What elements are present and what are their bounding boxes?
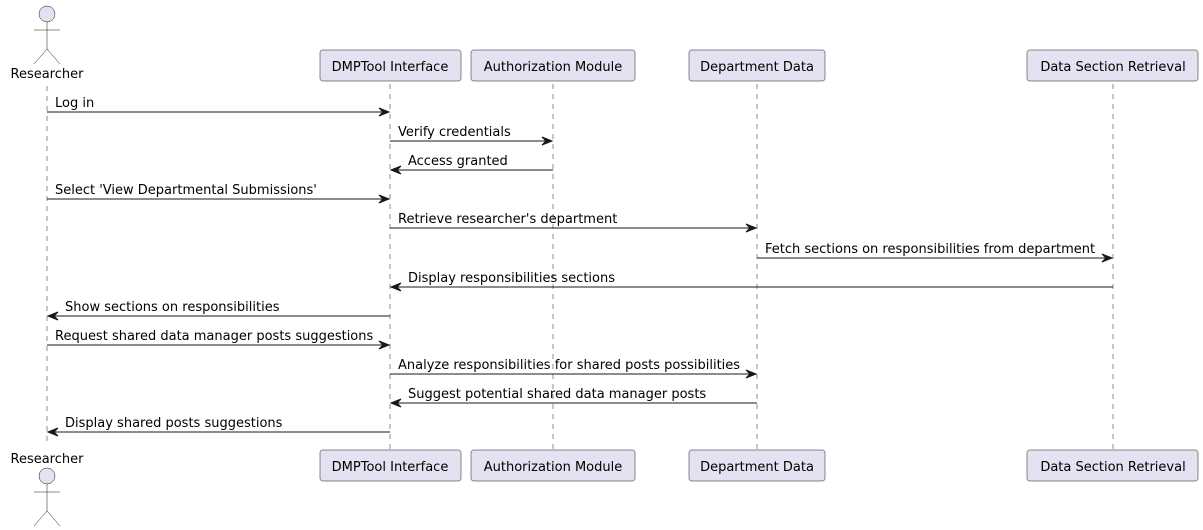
participant-box-retrieval-top [1026,49,1199,82]
message-label: Request shared data manager posts sugges… [55,329,374,344]
message-10: Analyze responsibilities for shared post… [390,358,758,379]
message-8: Show sections on responsibilities [46,300,390,321]
arrowhead-icon [389,165,402,175]
arrowhead-icon [745,369,758,379]
message-label: Display responsibilities sections [408,271,615,286]
message-label: Access granted [408,154,508,169]
actor-head [38,5,56,23]
actor-body [33,484,61,527]
message-6: Fetch sections on responsibilities from … [757,242,1114,263]
participant-retrieval-top: Data Section Retrieval [1026,49,1199,82]
participant-box-dept-bottom [688,449,826,482]
message-label: Analyze responsibilities for shared post… [398,358,740,373]
message-label: Fetch sections on responsibilities from … [765,242,1095,257]
actor-researcher-bottom [33,467,61,527]
participant-label-dept-top: Department Data [700,60,814,75]
lifelines [46,84,1114,450]
participant-label-auth-top: Authorization Module [484,60,622,75]
message-7: Display responsibilities sections [389,271,1113,292]
arrowhead-icon [378,107,391,117]
arrowhead-icon [46,427,59,437]
arrowhead-icon [389,282,402,292]
message-label: Select 'View Departmental Submissions' [55,183,317,198]
participant-auth-bottom: Authorization Module [470,449,636,482]
message-2: Verify credentials [390,125,554,146]
participant-dmptool-bottom: DMPTool Interface [319,449,462,482]
arrowhead-icon [389,398,402,408]
participant-box-auth-top [470,49,636,82]
participant-label-researcher-bottom: Researcher [11,452,85,467]
actor-body [33,22,61,65]
participant-label-auth-bottom: Authorization Module [484,460,622,475]
participant-box-retrieval-bottom [1026,449,1199,482]
message-12: Display shared posts suggestions [46,416,390,437]
participant-dept-top: Department Data [688,49,826,82]
participant-box-dmptool-top [319,49,462,82]
actor-researcher-top [33,5,61,65]
actor-head [38,467,56,485]
participant-auth-top: Authorization Module [470,49,636,82]
arrowhead-icon [46,311,59,321]
participant-label-dept-bottom: Department Data [700,460,814,475]
participant-dept-bottom: Department Data [688,449,826,482]
message-label: Verify credentials [398,125,511,140]
arrowhead-icon [378,194,391,204]
participant-label-dmptool-top: DMPTool Interface [332,60,449,75]
participant-retrieval-bottom: Data Section Retrieval [1026,449,1199,482]
participant-dmptool-top: DMPTool Interface [319,49,462,82]
participant-box-dept-top [688,49,826,82]
message-label: Display shared posts suggestions [65,416,283,431]
participant-box-auth-bottom [470,449,636,482]
participant-label-retrieval-bottom: Data Section Retrieval [1040,460,1185,475]
participant-label-researcher-top: Researcher [11,67,85,82]
message-label: Show sections on responsibilities [65,300,280,315]
message-11: Suggest potential shared data manager po… [389,387,757,408]
arrowhead-icon [378,340,391,350]
message-5: Retrieve researcher's department [390,212,758,233]
arrowhead-icon [745,223,758,233]
message-label: Log in [55,96,94,111]
message-3: Access granted [389,154,553,175]
participant-label-retrieval-top: Data Section Retrieval [1040,60,1185,75]
message-1: Log in [47,96,391,117]
message-label: Retrieve researcher's department [398,212,617,227]
message-label: Suggest potential shared data manager po… [408,387,706,402]
participant-label-dmptool-bottom: DMPTool Interface [332,460,449,475]
arrowhead-icon [541,136,554,146]
arrowhead-icon [1101,253,1114,263]
message-9: Request shared data manager posts sugges… [47,329,391,350]
participant-box-dmptool-bottom [319,449,462,482]
message-4: Select 'View Departmental Submissions' [47,183,391,204]
